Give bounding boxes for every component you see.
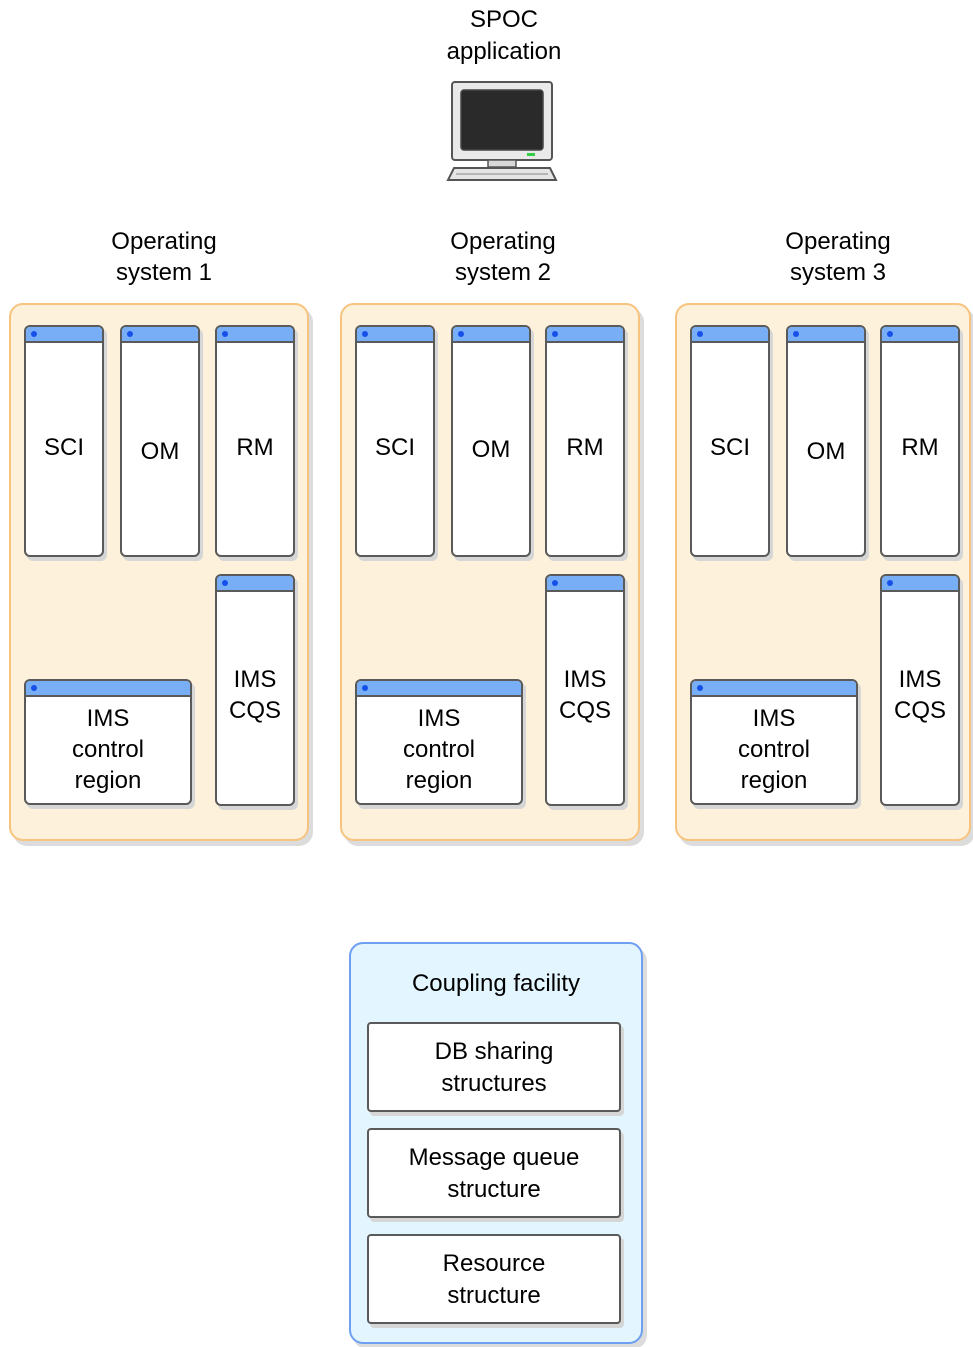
os-3-rm-window: RM — [880, 325, 960, 557]
os-1-ims-cqs-window: IMS CQS — [215, 574, 295, 806]
window-titlebar — [26, 681, 190, 697]
os-2-sci-label: SCI — [374, 434, 415, 461]
os-2-ims-cqs-label: IMS CQS — [558, 666, 611, 724]
os-2-om-window: OM — [451, 325, 531, 557]
os-3-ims-control-region-label: IMS control region — [737, 705, 811, 794]
window-dot-icon — [31, 331, 37, 337]
db-sharing-structures-box: DB sharing structures — [367, 1022, 621, 1112]
computer-terminal-icon — [446, 81, 558, 181]
window-dot-icon — [362, 685, 368, 691]
window-titlebar — [692, 681, 856, 697]
window-dot-icon — [552, 331, 558, 337]
message-queue-structure-label: Message queue structure — [408, 1144, 580, 1203]
window-dot-icon — [793, 331, 799, 337]
message-queue-structure-box: Message queue structure — [367, 1128, 621, 1218]
window-titlebar — [217, 576, 293, 592]
spoc-application-label: SPOC application — [446, 6, 562, 65]
os-2-ims-cqs-window: IMS CQS — [545, 574, 625, 806]
os-1-ims-control-region-window: IMS control region — [24, 679, 192, 805]
resource-structure-label: Resource structure — [442, 1250, 546, 1309]
window-titlebar — [357, 681, 521, 697]
window-dot-icon — [887, 580, 893, 586]
window-dot-icon — [552, 580, 558, 586]
window-titlebar — [882, 576, 958, 592]
os-3-title: Operating system 3 — [785, 228, 891, 286]
os-1-om-label: OM — [140, 438, 180, 465]
os-3-om-label: OM — [806, 438, 846, 465]
os-1-rm-window: RM — [215, 325, 295, 557]
window-titlebar — [26, 327, 102, 343]
os-2-sci-window: SCI — [355, 325, 435, 557]
window-titlebar — [547, 327, 623, 343]
os-3-sci-label: SCI — [709, 434, 750, 461]
window-dot-icon — [127, 331, 133, 337]
window-dot-icon — [31, 685, 37, 691]
window-titlebar — [453, 327, 529, 343]
os-3-ims-cqs-label: IMS CQS — [893, 666, 946, 724]
window-dot-icon — [697, 331, 703, 337]
os-2-rm-window: RM — [545, 325, 625, 557]
os-1-sci-window: SCI — [24, 325, 104, 557]
os-1-ims-cqs-label: IMS CQS — [228, 666, 281, 724]
window-dot-icon — [697, 685, 703, 691]
window-titlebar — [788, 327, 864, 343]
os-1-rm-label: RM — [236, 434, 274, 461]
window-titlebar — [547, 576, 623, 592]
os-1-om-window: OM — [120, 325, 200, 557]
window-titlebar — [692, 327, 768, 343]
os-2-rm-label: RM — [566, 434, 604, 461]
window-titlebar — [357, 327, 433, 343]
os-2-title: Operating system 2 — [450, 228, 556, 286]
os-1-title: Operating system 1 — [111, 228, 217, 286]
os-3-rm-label: RM — [901, 434, 939, 461]
window-dot-icon — [458, 331, 464, 337]
os-3-sci-window: SCI — [690, 325, 770, 557]
os-3-ims-control-region-window: IMS control region — [690, 679, 858, 805]
os-1-sci-label: SCI — [43, 434, 84, 461]
resource-structure-box: Resource structure — [367, 1234, 621, 1324]
window-dot-icon — [362, 331, 368, 337]
window-dot-icon — [887, 331, 893, 337]
window-titlebar — [882, 327, 958, 343]
os-3-ims-cqs-window: IMS CQS — [880, 574, 960, 806]
db-sharing-structures-label: DB sharing structures — [434, 1038, 554, 1097]
os-3-om-window: OM — [786, 325, 866, 557]
window-titlebar — [217, 327, 293, 343]
window-dot-icon — [222, 580, 228, 586]
os-1-ims-control-region-label: IMS control region — [71, 705, 145, 794]
os-2-ims-control-region-window: IMS control region — [355, 679, 523, 805]
os-2-ims-control-region-label: IMS control region — [402, 705, 476, 794]
os-2-om-label: OM — [471, 436, 511, 463]
window-titlebar — [122, 327, 198, 343]
coupling-facility-title: Coupling facility — [411, 970, 581, 997]
window-dot-icon — [222, 331, 228, 337]
